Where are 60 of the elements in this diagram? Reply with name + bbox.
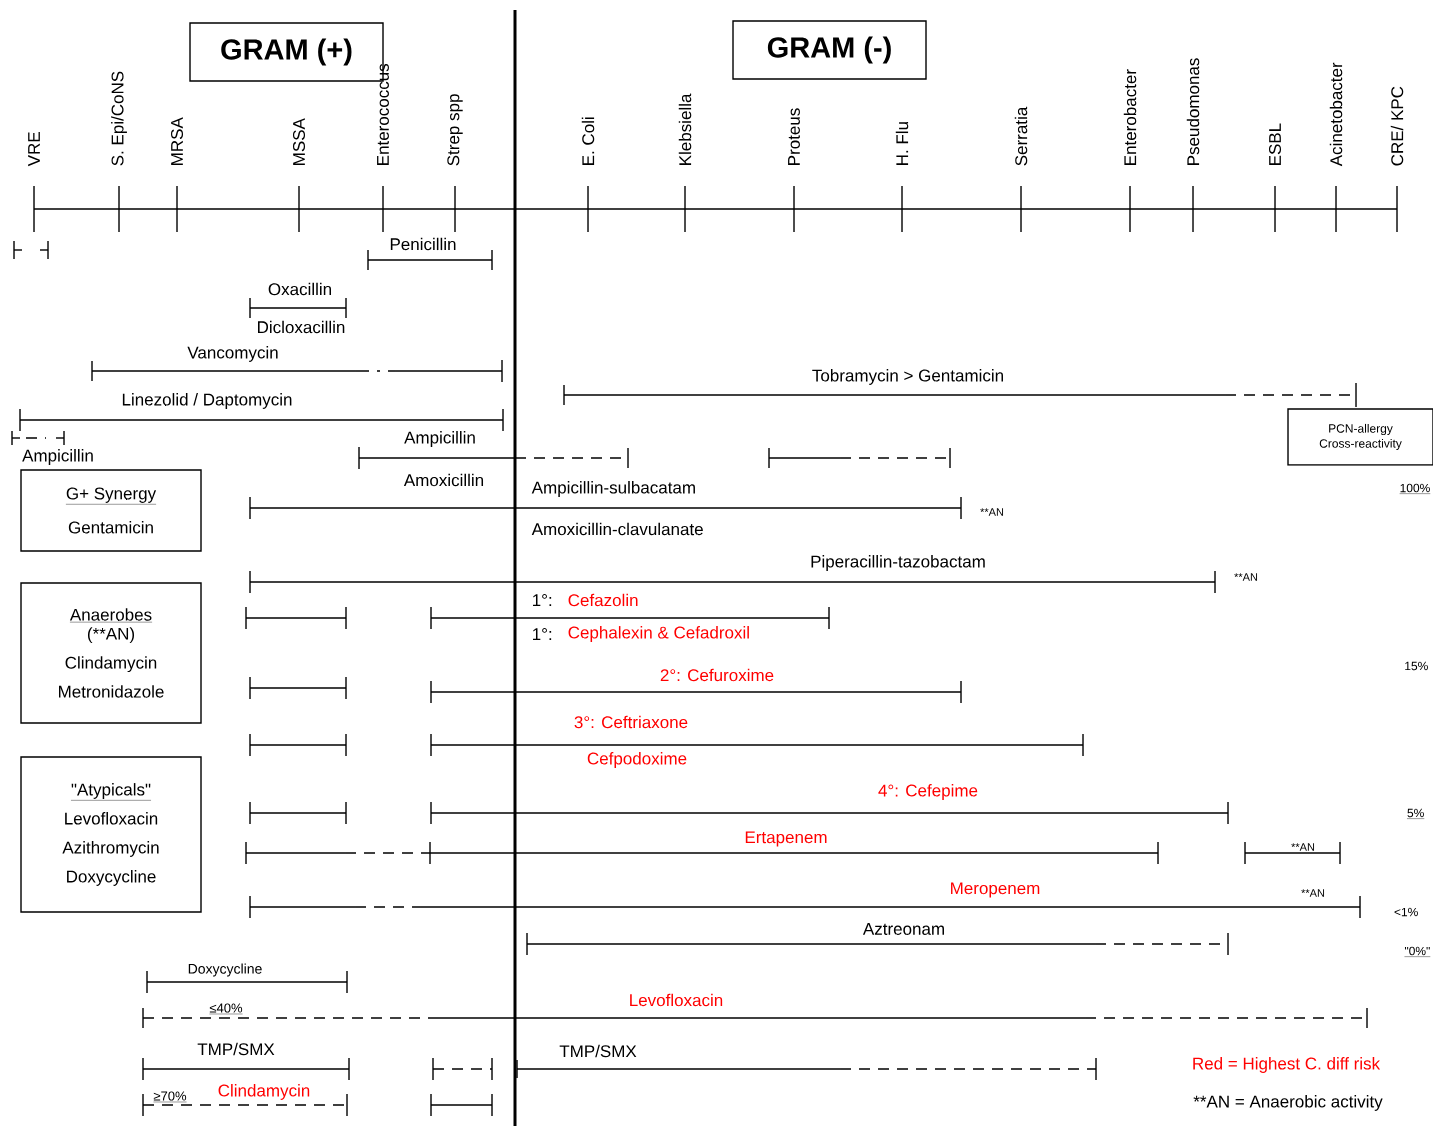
organism-label: S. Epi/CoNS bbox=[111, 71, 127, 166]
organism-label: ESBL bbox=[1269, 123, 1282, 165]
drug-label: 1°: bbox=[533, 628, 552, 640]
drug-label: TMP/SMX bbox=[559, 1044, 637, 1058]
drug-label: Amoxicillin-clavulanate bbox=[531, 522, 703, 536]
organism-label: MRSA bbox=[171, 117, 184, 165]
organism-label: E. Coli bbox=[581, 117, 595, 165]
drug-label: Clindamycin bbox=[218, 1084, 310, 1100]
organism-label: Strep spp bbox=[447, 94, 463, 166]
drug-label: 1°: bbox=[533, 594, 552, 606]
drug-label: Cephalexin & Cefadroxil bbox=[568, 626, 749, 642]
note-box: PCN-allergy Cross-reactivity bbox=[1287, 408, 1433, 466]
percentage-label: 5% bbox=[1406, 808, 1425, 819]
drug-class-box: "Atypicals" Levofloxacin Azithromycin Doxycycline bbox=[20, 756, 202, 913]
organism-label: Acinetobacter bbox=[1329, 62, 1343, 167]
percentage-label: ≥70% bbox=[153, 1091, 187, 1103]
percentage-label: ≤40% bbox=[209, 1003, 243, 1015]
drug-label: Levofloxacin bbox=[630, 993, 723, 1007]
drug-label: Ertapenem bbox=[745, 831, 827, 847]
drug-label: Cefpodoxime bbox=[587, 752, 687, 768]
annotation-label: **AN bbox=[980, 508, 1003, 516]
header-box: GRAM (-) bbox=[732, 20, 927, 80]
drug-label: Meropenem bbox=[951, 882, 1040, 898]
drug-class-box: Anaerobes (**AN) Clindamycin Metronidazole bbox=[20, 582, 202, 724]
drug-label: Tobramycin > Gentamicin bbox=[812, 369, 1003, 385]
percentage-label: 100% bbox=[1399, 483, 1431, 494]
percentage-label: 15% bbox=[1405, 661, 1428, 671]
drug-label: 4°: Cefepime bbox=[878, 784, 978, 800]
organism-label: Proteus bbox=[788, 108, 800, 165]
drug-label: 2°: Cefuroxime bbox=[660, 668, 774, 682]
note: Red = Highest C. diff risk bbox=[1193, 1057, 1381, 1073]
organism-label: Klebsiella bbox=[678, 93, 692, 165]
drug-label: TMP/SMX bbox=[197, 1042, 275, 1056]
organism-label: Serratia bbox=[1014, 106, 1028, 166]
drug-label: Amoxicillin bbox=[403, 473, 484, 487]
drug-label: Oxacillin bbox=[268, 282, 331, 296]
drug-label: Aztreonam bbox=[862, 923, 944, 935]
note: **AN = Anaerobic activity bbox=[1193, 1095, 1383, 1111]
drug-label: Ampicillin-sulbacatam bbox=[531, 481, 695, 497]
drug-label: Doxycycline bbox=[188, 963, 262, 977]
organism-label: CRE/ KPC bbox=[1390, 86, 1404, 166]
organism-label: Pseudomonas bbox=[1186, 58, 1200, 165]
drug-label: Cefazolin bbox=[568, 593, 638, 607]
drug-label: Piperacillin-tazobactam bbox=[811, 555, 985, 571]
organism-label: VRE bbox=[28, 132, 40, 167]
percentage-label: "0%" bbox=[1404, 946, 1431, 957]
organism-label: H. Flu bbox=[895, 122, 909, 165]
drug-label: Dicloxacillin bbox=[258, 320, 345, 334]
drug-label: 3°: Ceftriaxone bbox=[574, 715, 688, 729]
annotation-label: **AN bbox=[1301, 889, 1324, 897]
organism-label: Enterobacter bbox=[1123, 69, 1137, 165]
drug-class-box: G+ Synergy Gentamicin bbox=[20, 469, 202, 552]
percentage-label: <1% bbox=[1394, 907, 1418, 917]
drug-label: Vancomycin bbox=[187, 346, 278, 362]
drug-label: Penicillin bbox=[390, 237, 456, 251]
drug-label: Ampicillin bbox=[404, 431, 475, 447]
organism-label: MSSA bbox=[293, 118, 306, 165]
drug-label: Linezolid / Daptomycin bbox=[122, 393, 292, 409]
annotation-label: **AN bbox=[1291, 843, 1314, 851]
annotation-label: **AN bbox=[1234, 573, 1257, 581]
